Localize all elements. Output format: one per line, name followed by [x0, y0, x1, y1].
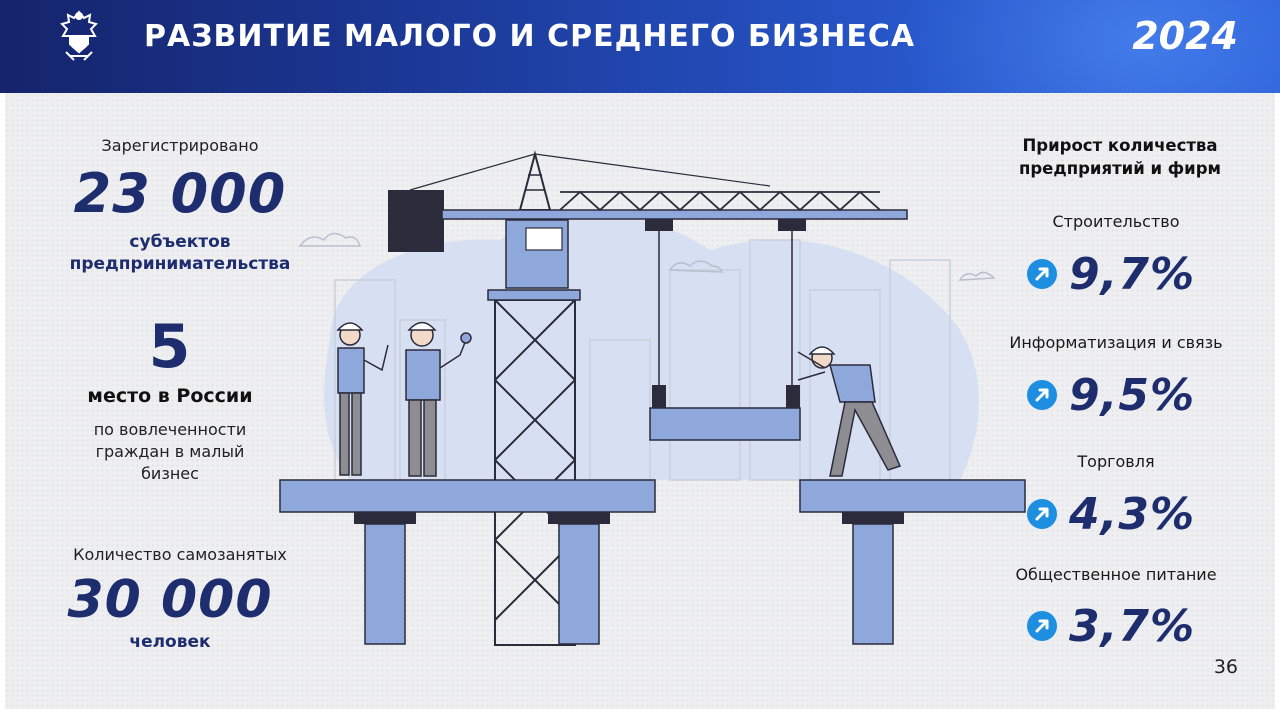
- rank-value: 5: [148, 312, 192, 382]
- registered-label: Зарегистрировано: [101, 136, 259, 155]
- registered-unit-line1: субъектов: [129, 232, 231, 252]
- rank-desc-line2: граждан в малый: [95, 442, 245, 461]
- growth-value: 9,5%: [1069, 369, 1196, 421]
- arrow-up-right-icon: [1027, 611, 1057, 641]
- arrow-up-right-icon: [1027, 380, 1057, 410]
- growth-title-line1: Прирост количества: [1022, 136, 1218, 155]
- growth-row: 3,7%: [1027, 598, 1227, 654]
- growth-value: 9,7%: [1069, 248, 1196, 300]
- growth-row: 9,7%: [1027, 246, 1227, 302]
- growth-category: Строительство: [1052, 212, 1180, 231]
- coat-of-arms-icon: [60, 10, 98, 61]
- rank-desc-line1: по вовлеченности: [93, 420, 247, 439]
- rank-label: место в России: [87, 385, 253, 407]
- growth-title-line2: предприятий и фирм: [1018, 159, 1222, 178]
- selfemployed-label: Количество самозанятых: [73, 545, 287, 564]
- selfemployed-unit: человек: [129, 632, 211, 652]
- growth-category: Информатизация и связь: [1009, 333, 1223, 352]
- page-title: РАЗВИТИЕ МАЛОГО И СРЕДНЕГО БИЗНЕСА: [144, 19, 916, 54]
- registered-value: 23 000: [73, 162, 287, 225]
- growth-row: 9,5%: [1027, 367, 1227, 423]
- growth-category: Общественное питание: [1015, 565, 1217, 584]
- construction-illustration: [279, 150, 1026, 646]
- growth-row: 4,3%: [1027, 486, 1227, 542]
- selfemployed-value: 30 000: [67, 570, 273, 630]
- year-badge: 2024: [1132, 14, 1238, 58]
- arrow-up-right-icon: [1027, 259, 1057, 289]
- header-bar: РАЗВИТИЕ МАЛОГО И СРЕДНЕГО БИЗНЕСА 2024: [0, 0, 1280, 93]
- growth-value: 4,3%: [1069, 488, 1196, 540]
- rank-desc-line3: бизнес: [141, 464, 199, 483]
- growth-category: Торговля: [1077, 452, 1155, 471]
- page-number: 36: [1213, 656, 1238, 678]
- growth-title: Прирост количества предприятий и фирм: [975, 134, 1265, 180]
- registered-unit-line2: предпринимательства: [69, 254, 291, 274]
- growth-value: 3,7%: [1069, 600, 1196, 652]
- arrow-up-right-icon: [1027, 499, 1057, 529]
